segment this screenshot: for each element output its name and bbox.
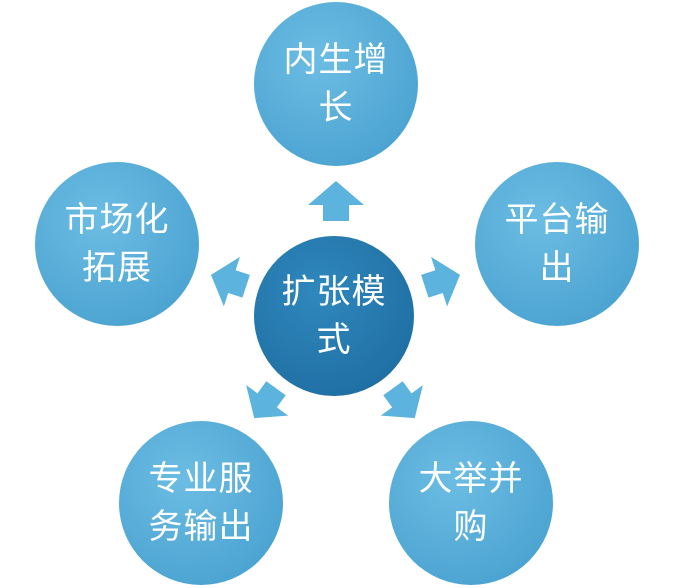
node-right-line1: 平台输 [504, 200, 610, 240]
node-left-label: 市场化 拓展 [35, 194, 199, 294]
node-left-circle [35, 162, 199, 326]
node-bottom-left-label: 专业服 务输出 [119, 453, 283, 553]
arrow-bottom-left-icon [246, 381, 289, 419]
node-bottom-right-label: 大举并 购 [389, 453, 553, 553]
arrow-left-icon [210, 256, 250, 307]
node-right-circle [475, 162, 639, 326]
arrow-up-icon [308, 181, 364, 221]
node-top-line2: 长 [318, 88, 354, 128]
center-circle [254, 236, 414, 396]
node-right-label: 平台输 出 [475, 194, 639, 294]
node-bottom-left-line1: 专业服 [148, 459, 254, 499]
node-bottom-left-circle [119, 421, 283, 585]
node-left-line2: 拓展 [82, 248, 152, 288]
arrow-right-icon [421, 256, 461, 307]
node-bottom-right-circle [389, 421, 553, 585]
node-left-line1: 市场化 [64, 200, 170, 240]
node-top-circle [254, 2, 418, 166]
center-label: 扩张模 式 [254, 266, 414, 366]
node-bottom-right-line1: 大举并 [418, 459, 524, 499]
node-top-label: 内生增 长 [254, 34, 418, 134]
node-top-line1: 内生增 [283, 40, 389, 80]
center-line1: 扩张模 [281, 272, 387, 312]
arrow-bottom-right-icon [380, 381, 423, 419]
center-line2: 式 [316, 320, 352, 360]
node-bottom-right-line2: 购 [453, 507, 489, 547]
node-bottom-left-line2: 务输出 [148, 507, 254, 547]
node-right-line2: 出 [539, 248, 575, 288]
